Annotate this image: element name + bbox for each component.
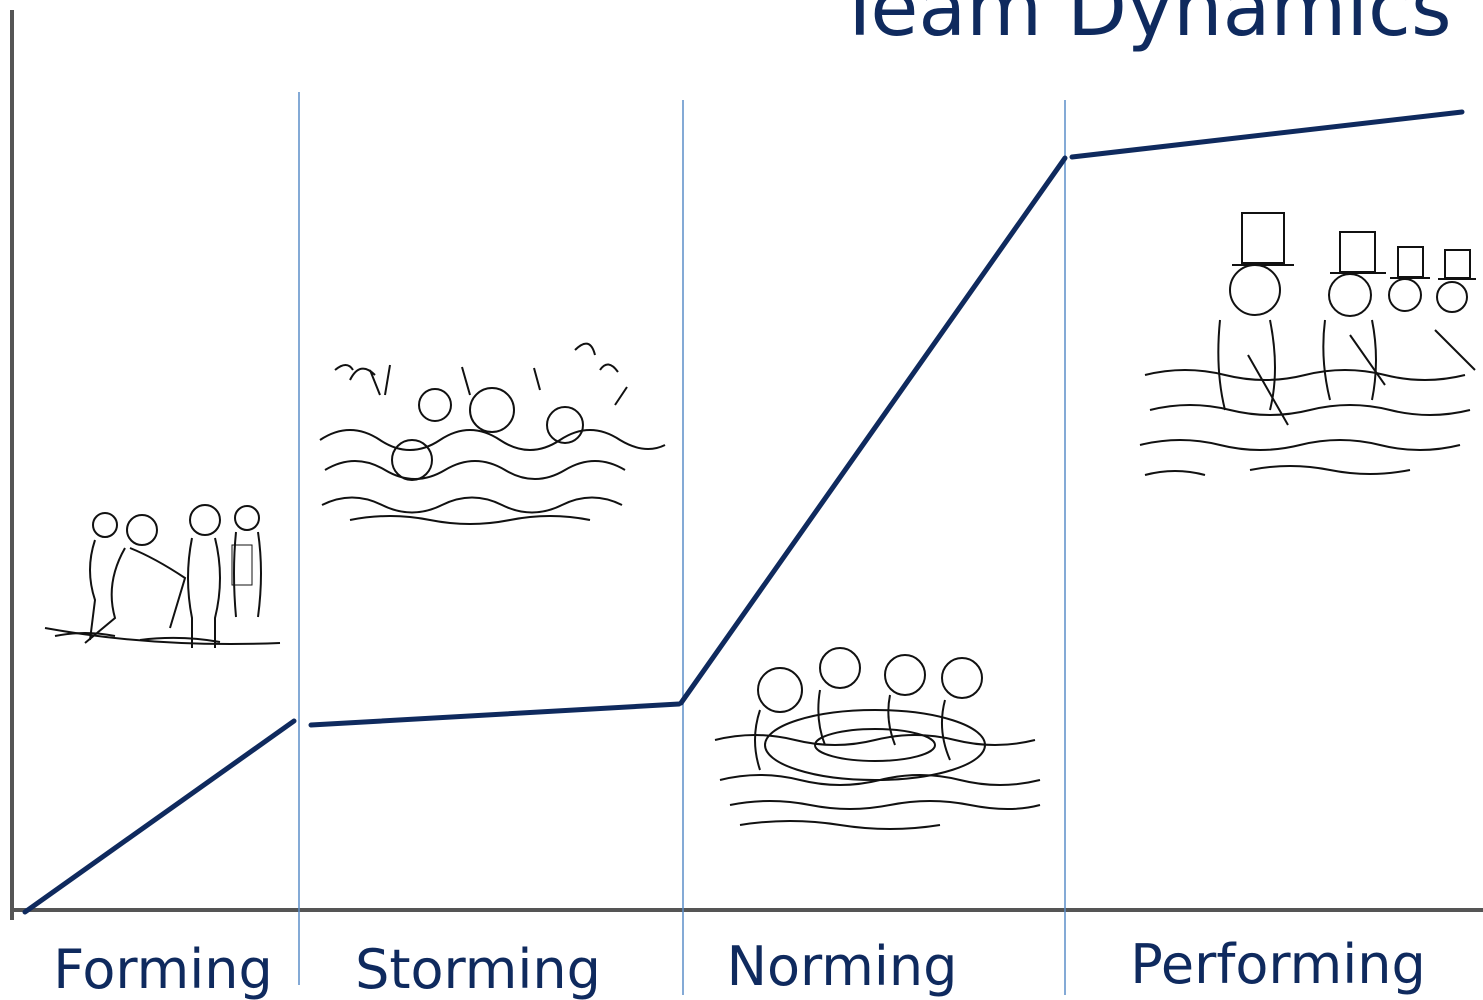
performing-illustration — [1139, 212, 1476, 476]
performance-curve — [22, 109, 1465, 915]
curve-segment-storming — [308, 701, 682, 728]
stage-label-performing: Performing — [1130, 933, 1425, 996]
stage-label-storming: Storming — [355, 938, 601, 1000]
forming-illustration — [44, 504, 281, 648]
curve-segment-performing — [1069, 109, 1465, 160]
norming-illustration — [714, 647, 1041, 830]
storming-illustration — [319, 342, 666, 525]
curve-segment-forming — [22, 718, 297, 915]
page-title: Team Dynamics — [835, 0, 1452, 54]
stage-label-norming: Norming — [727, 935, 958, 998]
curve-segment-norming — [678, 155, 1068, 706]
stage-label-forming: Forming — [53, 938, 273, 1000]
